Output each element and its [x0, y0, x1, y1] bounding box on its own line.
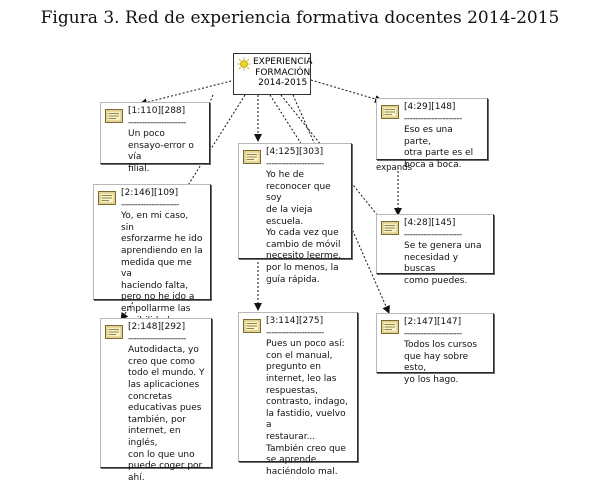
node-separator: ---------------------	[128, 117, 186, 128]
quote-node-3-114[interactable]: [3:114][275] --------------------- Pues …	[238, 312, 358, 477]
node-id: [1:110][288]	[128, 106, 186, 116]
document-icon	[98, 191, 116, 205]
figure-title: Figura 3. Red de experiencia formativa d…	[40, 8, 560, 28]
node-separator: ---------------------	[404, 229, 462, 240]
edge-n2-n3	[120, 298, 136, 321]
root-node-experiencia-formacion[interactable]: EXPERIENCIA FORMACIÓN 2014-2015	[233, 53, 313, 95]
node-separator: ---------------------	[266, 327, 324, 338]
quote-node-2-147[interactable]: [2:147][147] --------------------- Todos…	[376, 313, 494, 385]
node-id: [4:28][145]	[404, 218, 456, 228]
document-icon	[381, 105, 399, 119]
node-text: Todos los cursos que hay sobre esto, yo …	[404, 340, 478, 385]
node-id: [3:114][275]	[266, 316, 324, 326]
node-id: [2:146][109]	[121, 188, 179, 198]
node-id: [2:147][147]	[404, 317, 462, 327]
root-label: EXPERIENCIA FORMACIÓN 2014-2015	[253, 57, 313, 88]
document-icon	[243, 319, 261, 333]
edge-label-expands: expands	[376, 163, 412, 173]
node-text: Eso es una parte, otra parte es el boca …	[404, 125, 474, 170]
node-id: [4:125][303]	[266, 147, 324, 157]
quote-node-4-28[interactable]: [4:28][145] --------------------- Se te …	[376, 214, 494, 286]
quote-node-4-125[interactable]: [4:125][303] --------------------- Yo he…	[238, 143, 352, 285]
node-separator: ---------------------	[128, 333, 186, 344]
edge-root-n6	[310, 79, 383, 103]
document-icon	[105, 325, 123, 339]
quote-node-2-148[interactable]: [2:148][292] --------------------- Autod…	[100, 318, 212, 483]
node-text: Se te genera una necesidad y buscas como…	[404, 241, 482, 286]
quote-node-2-146[interactable]: [2:146][109] --------------------- Yo, e…	[93, 184, 211, 326]
node-separator: ---------------------	[404, 328, 462, 339]
node-text: Autodidacta, yo creo que como todo el mu…	[128, 345, 205, 483]
document-icon	[381, 320, 399, 334]
quote-node-4-29[interactable]: [4:29][148] --------------------- Eso es…	[376, 98, 488, 170]
node-id: [4:29][148]	[404, 102, 456, 112]
edge-root-n1	[139, 79, 236, 107]
document-icon	[243, 150, 261, 164]
edge-root-n5	[269, 94, 303, 146]
node-id: [2:148][292]	[128, 322, 186, 332]
node-text: Pues un poco así: con el manual, pregunt…	[266, 339, 348, 477]
edge-root-n2	[184, 94, 246, 191]
quote-node-1-110[interactable]: [1:110][288] --------------------- Un po…	[100, 102, 210, 174]
sun-icon	[237, 57, 251, 71]
node-text: Yo, en mi caso, sin esforzarme he ido ap…	[121, 211, 203, 325]
document-icon	[105, 109, 123, 123]
node-text: Yo he de reconocer que soy de la vieja e…	[266, 170, 342, 285]
node-separator: ---------------------	[121, 199, 179, 210]
document-icon	[381, 221, 399, 235]
node-separator: ---------------------	[266, 158, 324, 169]
node-text: Un poco ensayo-error o vía filial.	[128, 129, 194, 174]
node-separator: ---------------------	[404, 113, 462, 124]
